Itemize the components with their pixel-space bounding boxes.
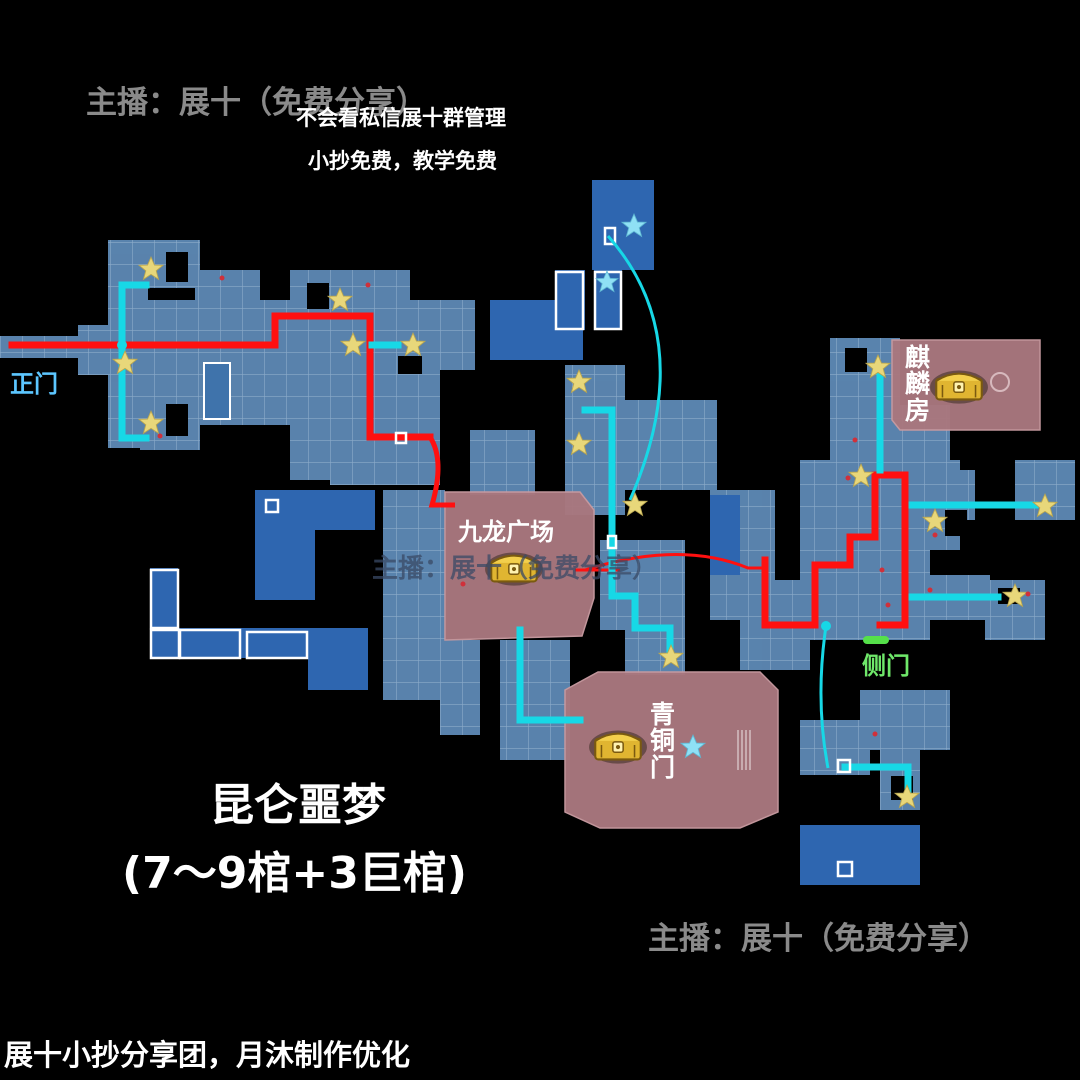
treasure-chest-icon (929, 369, 989, 405)
note-line-1: 不会看私信展十群管理 (296, 106, 506, 130)
watermark-bottom: 主播：展十（免费分享） (648, 921, 989, 957)
bronze-gate-hall (564, 671, 779, 829)
map-subtitle: (7～9棺+3巨棺) (122, 848, 467, 899)
treasure-chest-icon (588, 729, 648, 765)
center-north-rooms (490, 180, 654, 360)
side-gate-label: 侧门 (862, 652, 910, 680)
star-marker-icon (622, 492, 648, 516)
footer-credit: 展十小抄分享团，月沐制作优化 (4, 1038, 411, 1072)
map-title: 昆仑噩梦 (210, 780, 386, 831)
lower-left-rooms (150, 490, 375, 690)
nine-dragon-plaza-label: 九龙广场 (458, 518, 554, 546)
qilin-room-label: 麒麟房 (905, 343, 931, 425)
watermark-center: 主播：展十（免费分享） (372, 554, 659, 584)
red-route (8, 312, 909, 629)
center-rooms (383, 365, 717, 760)
bronze-gate-label: 青铜门 (650, 700, 676, 782)
side-gate-marker (863, 636, 889, 644)
watermark-top: 主播：展十（免费分享） (86, 85, 427, 121)
front-gate-label: 正门 (10, 370, 58, 398)
note-line-2: 小抄免费，教学免费 (308, 149, 497, 173)
